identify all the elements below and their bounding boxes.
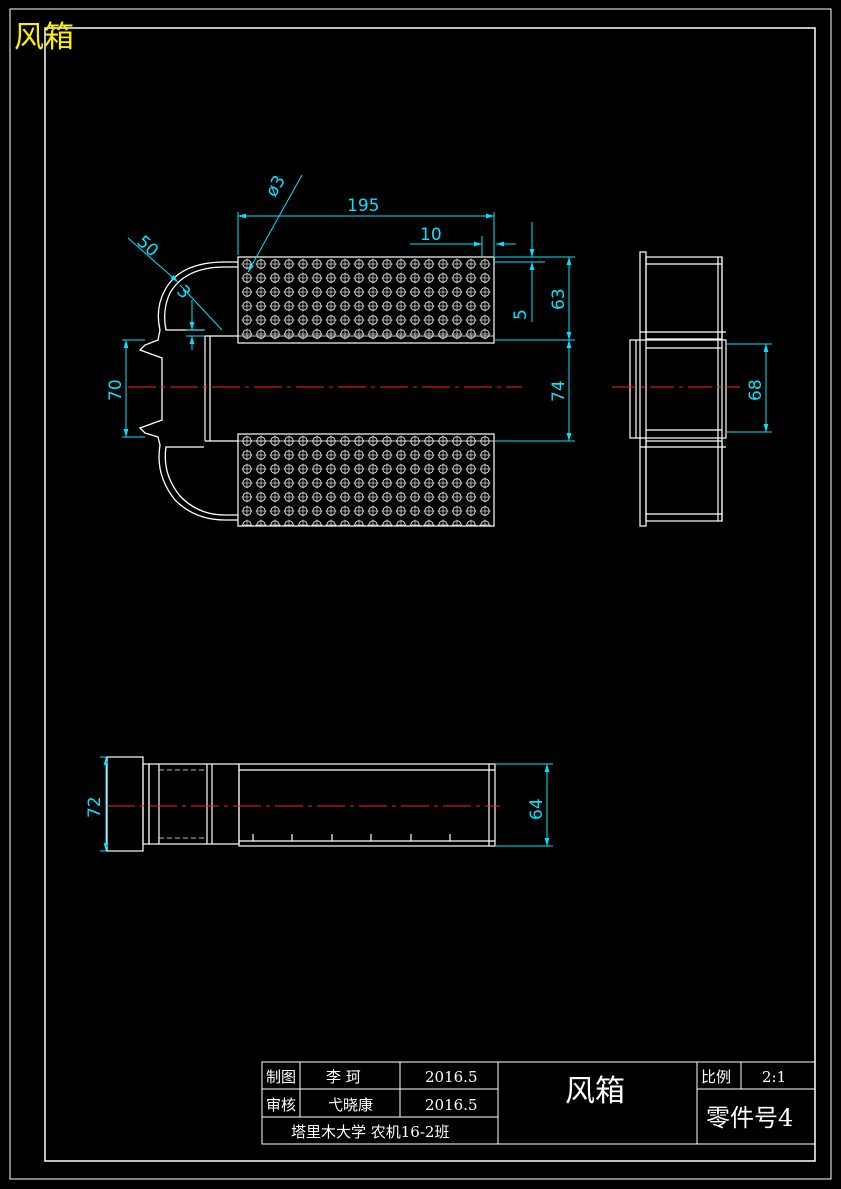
front-view: 195 10 5 63 74	[106, 172, 575, 527]
dim-195	[237, 212, 495, 255]
dim-10-label: 10	[420, 225, 442, 245]
scale-value: 2:1	[762, 1068, 786, 1086]
drawn-name: 李 珂	[326, 1068, 361, 1086]
dim-10	[410, 236, 516, 256]
drawn-date: 2016.5	[425, 1068, 478, 1086]
part-number: 零件号4	[706, 1104, 793, 1132]
dim-phi3	[247, 174, 303, 273]
dim-70-label: 70	[106, 379, 126, 401]
top-view-hidden-lines	[159, 769, 207, 839]
dim-70	[122, 339, 145, 438]
dim-68-label: 68	[746, 379, 766, 401]
dim-72-label: 72	[85, 796, 105, 818]
dim-63	[494, 256, 575, 341]
dim-3	[179, 284, 223, 350]
casing-outline	[138, 261, 238, 521]
checked-label: 审核	[266, 1096, 296, 1114]
checked-name: 弋晓康	[328, 1096, 373, 1114]
dim-64	[495, 763, 553, 847]
dim-74	[494, 340, 575, 442]
side-view	[629, 251, 727, 527]
title-block	[261, 1061, 816, 1145]
dim-64-label: 64	[527, 798, 547, 820]
dim-5	[494, 222, 545, 322]
school-class: 塔里木大学 农机16-2班	[291, 1123, 449, 1141]
perforated-plate-bottom	[237, 433, 495, 527]
corner-title: 风箱	[14, 20, 74, 55]
air-channel	[204, 335, 238, 442]
dim-50-label: 50	[133, 232, 162, 261]
dim-74-label: 74	[549, 380, 569, 402]
scale-label: 比例	[701, 1068, 731, 1086]
dim-50	[127, 237, 179, 283]
dim-63-label: 63	[549, 288, 569, 310]
dim-phi3-label: ø3	[262, 172, 290, 200]
part-name: 风箱	[565, 1074, 625, 1109]
dim-5-label: 5	[511, 309, 531, 320]
dim-195-label: 195	[347, 196, 379, 216]
drawn-label: 制图	[266, 1068, 296, 1086]
dim-72	[100, 756, 109, 852]
perforated-plate-top	[237, 256, 495, 344]
dim-68	[726, 343, 772, 433]
top-view	[106, 756, 496, 852]
sheet-frame	[9, 8, 832, 1180]
checked-date: 2016.5	[425, 1096, 478, 1114]
